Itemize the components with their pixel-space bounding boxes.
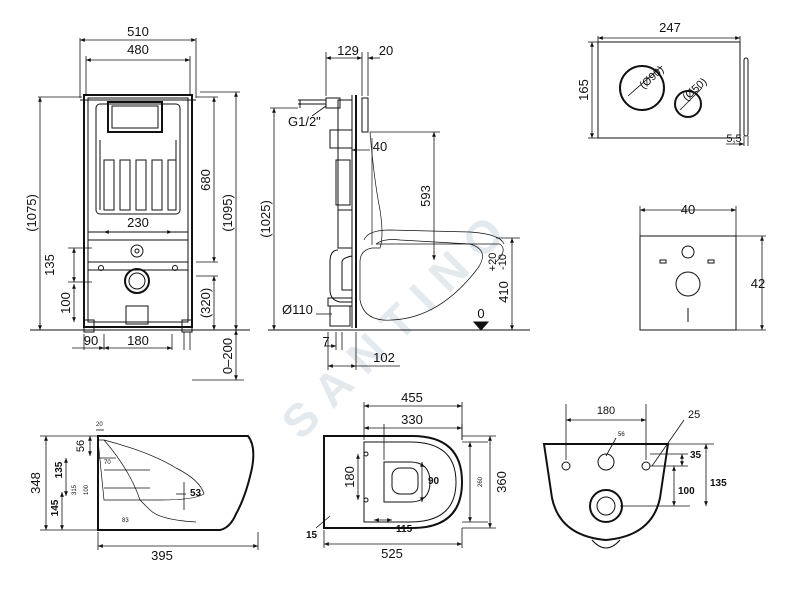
dim-1025: (1025) xyxy=(258,200,273,238)
dim-593: 593 xyxy=(418,185,433,207)
dim-90: 90 xyxy=(84,333,98,348)
dim-40: 40 xyxy=(373,139,387,154)
dim-bowl-135: 135 xyxy=(54,461,65,478)
dim-bowl-100: 100 xyxy=(84,484,90,495)
dim-0-200: 0–200 xyxy=(220,338,235,374)
dim-230: 230 xyxy=(127,215,149,230)
dim-395: 395 xyxy=(151,548,173,563)
dim-15: 15 xyxy=(306,530,318,541)
dim-back-56: 56 xyxy=(618,432,625,438)
dim-7: 7 xyxy=(322,334,329,349)
flush-plate-outline xyxy=(597,41,741,139)
dim-bowl-315: 315 xyxy=(72,484,78,495)
dim-360: 360 xyxy=(494,471,509,493)
dim-455: 455 xyxy=(401,390,423,405)
bowl-top-outline xyxy=(323,435,464,529)
dim-525: 525 xyxy=(381,546,403,561)
dim-247: 247 xyxy=(659,20,681,35)
dim-bowl-145: 145 xyxy=(50,499,61,516)
flush-button-small xyxy=(674,90,702,118)
dim-115: 115 xyxy=(396,524,413,535)
dim-bowl-56: 56 xyxy=(75,440,87,452)
seal-plate-outline xyxy=(639,235,737,331)
frame-outline xyxy=(83,94,193,328)
dim-top-90: 90 xyxy=(428,476,440,487)
dim-back-25: 25 xyxy=(688,409,700,421)
dim-180: 180 xyxy=(127,333,149,348)
dim-back-35: 35 xyxy=(690,450,702,461)
tol-plus: +20 xyxy=(487,253,499,272)
dim-320: (320) xyxy=(198,288,213,318)
dim-bowl-83: 83 xyxy=(122,518,129,524)
flush-button-large xyxy=(619,65,665,111)
dim-102: 102 xyxy=(373,350,395,365)
dim-135: 135 xyxy=(42,254,57,276)
dim-129: 129 xyxy=(337,43,359,58)
inspection-opening xyxy=(107,101,163,133)
dim-20: 20 xyxy=(379,43,393,58)
dim-bowl-53: 53 xyxy=(190,488,202,499)
bowl-top-view: 455 330 180 90 260 360 15 115 525 xyxy=(306,390,509,561)
seal-plate-view: 40 42 xyxy=(639,202,766,331)
dim-480: 480 xyxy=(127,42,149,57)
dim-plate-40: 40 xyxy=(681,202,695,217)
bowl-side-outline xyxy=(97,435,255,531)
dim-back-180: 180 xyxy=(597,405,615,417)
dim-1095: (1095) xyxy=(220,194,235,232)
dim-bowl-70: 70 xyxy=(104,460,111,466)
frame-side-view: 129 20 G1/2" 40 (1025) 593 410 +20 -10 0… xyxy=(258,43,530,370)
dim-d110: Ø110 xyxy=(282,302,313,317)
dim-330: 330 xyxy=(401,412,423,427)
frame-front-view: 510 480 (1075) 680 (1095) 230 135 100 xyxy=(24,24,250,381)
dim-100: 100 xyxy=(58,292,73,314)
dim-back-135: 135 xyxy=(710,478,727,489)
bowl-back-view: 180 25 56 35 100 135 xyxy=(542,404,727,549)
dim-bowl-20: 20 xyxy=(96,422,103,428)
dim-plate-42: 42 xyxy=(751,276,765,291)
label-g12: G1/2" xyxy=(288,114,321,129)
dim-back-100: 100 xyxy=(678,486,695,497)
dim-d50: (Ø50) xyxy=(681,76,710,104)
bowl-back-outline xyxy=(542,443,670,542)
dim-5-5: 5,5 xyxy=(726,133,741,145)
dim-348: 348 xyxy=(28,472,43,494)
dim-260: 260 xyxy=(478,476,484,487)
dim-165: 165 xyxy=(576,79,591,101)
tol-minus: -10 xyxy=(497,254,509,270)
zero-label: 0 xyxy=(477,306,484,321)
dim-1075: (1075) xyxy=(24,194,39,232)
dim-410: 410 xyxy=(496,281,511,303)
dim-top-180: 180 xyxy=(342,466,357,488)
dim-510: 510 xyxy=(127,24,149,39)
cistern-body xyxy=(95,103,181,215)
bowl-side-view: 348 56 135 145 315 100 70 20 83 53 395 xyxy=(28,422,259,563)
flush-plate-view: (Ø90) (Ø50) 247 165 5,5 xyxy=(576,20,749,146)
drain-outlet xyxy=(124,268,150,294)
dim-680: 680 xyxy=(198,169,213,191)
